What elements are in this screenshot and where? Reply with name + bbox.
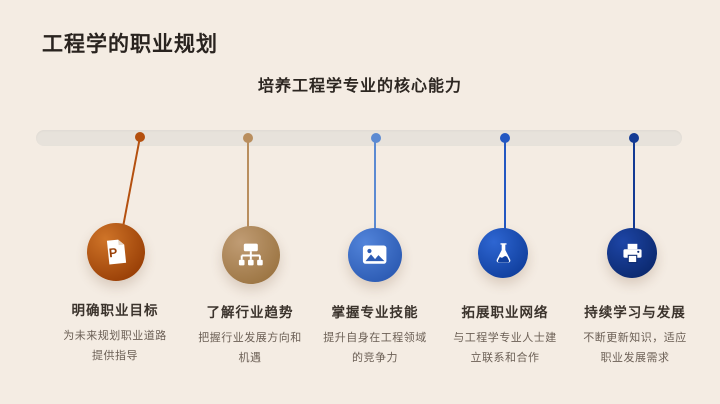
milestone-description: 提升自身在工程领域 的竞争力 [323, 332, 427, 365]
image-icon [363, 245, 387, 265]
powerpoint-document-icon: P [107, 239, 127, 265]
milestone-icon-circle [607, 228, 657, 278]
milestone-heading: 了解行业趋势 [206, 305, 294, 320]
milestone-heading: 掌握专业技能 [331, 305, 419, 320]
milestone-icon-circle [348, 228, 402, 282]
timeline-dot [500, 133, 510, 143]
org-chart-icon [239, 243, 263, 266]
connector-line [374, 140, 376, 229]
milestone-icon-circle [222, 226, 280, 284]
timeline-dot [371, 133, 381, 143]
milestone-description: 把握行业发展方向和 机遇 [198, 332, 302, 365]
timeline-dot [243, 133, 253, 143]
milestone-description: 为未来规划职业道路 提供指导 [63, 330, 167, 363]
milestone-description: 与工程学专业人士建 立联系和合作 [453, 332, 557, 365]
slide-subtitle: 培养工程学专业的核心能力 [257, 78, 462, 95]
timeline-dot [629, 133, 639, 143]
milestone-heading: 持续学习与发展 [584, 305, 686, 320]
svg-text:P: P [108, 246, 118, 261]
milestone-heading: 明确职业目标 [71, 303, 159, 318]
connector-line [633, 140, 635, 229]
connector-line [247, 140, 249, 228]
connector-line [504, 140, 506, 229]
timeline-track [36, 130, 682, 146]
flask-icon [496, 242, 510, 263]
milestone-icon-circle: P [87, 223, 145, 281]
milestone-description: 不断更新知识，适应 职业发展需求 [583, 332, 687, 365]
milestone-icon-circle [478, 228, 528, 278]
printer-icon [622, 243, 642, 263]
milestone-heading: 拓展职业网络 [461, 305, 549, 320]
connector-line [121, 136, 141, 228]
page-title: 工程学的职业规划 [42, 33, 218, 56]
